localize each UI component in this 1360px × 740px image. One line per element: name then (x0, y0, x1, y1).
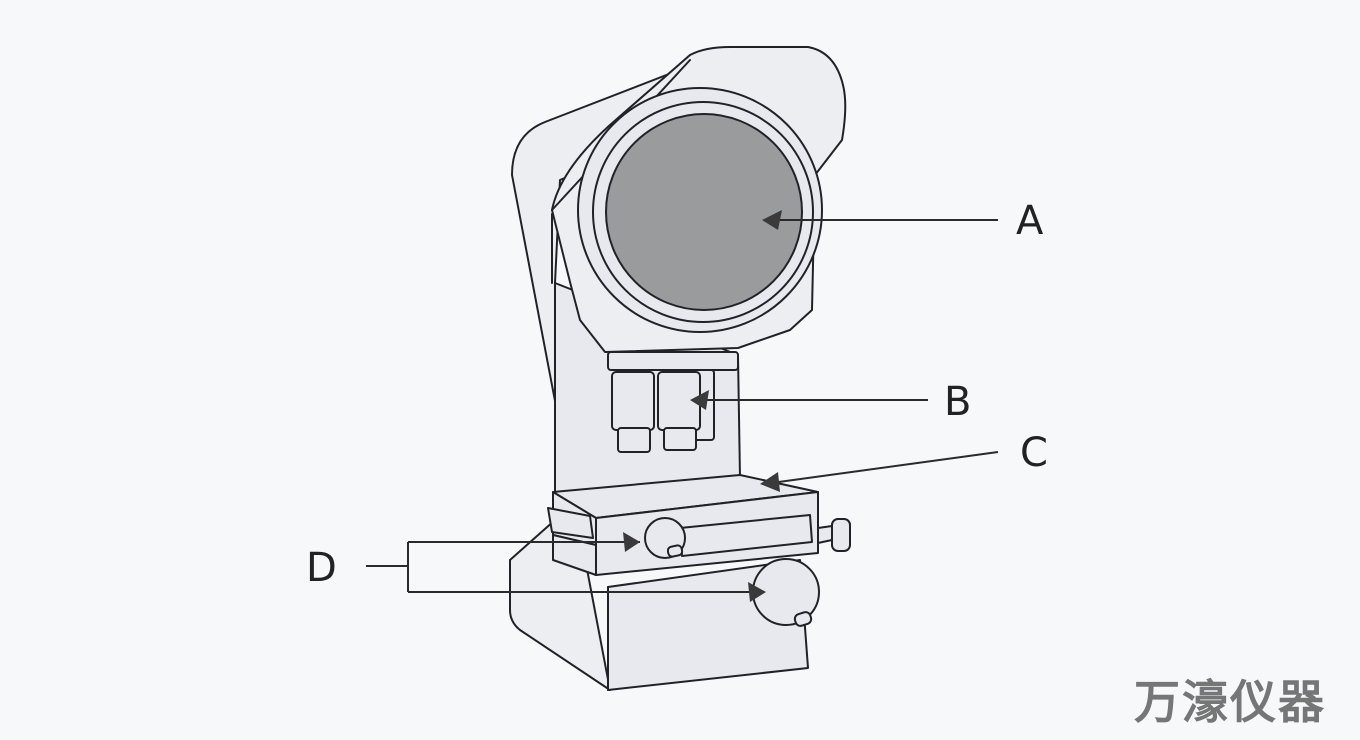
callout-leaders (366, 210, 999, 602)
arrowhead-c (760, 472, 780, 492)
callout-label-b: B (944, 379, 971, 425)
callout-labels: A B C D (306, 198, 1048, 591)
arrowhead-d-lower (748, 582, 766, 602)
watermark-text: 万濠仪器 (1134, 675, 1326, 729)
measuring-stage (547, 474, 851, 576)
leader-c (763, 451, 999, 485)
screen-assembly (577, 87, 823, 333)
micrometer-heads (644, 517, 820, 627)
callout-label-a: A (1016, 198, 1044, 244)
arrowhead-a (762, 210, 782, 230)
projection-screen (605, 113, 803, 311)
arrowhead-d-upper (623, 532, 640, 552)
callout-label-c: C (1020, 430, 1048, 476)
callout-label-d: D (306, 545, 337, 591)
arrowhead-b (690, 390, 709, 410)
